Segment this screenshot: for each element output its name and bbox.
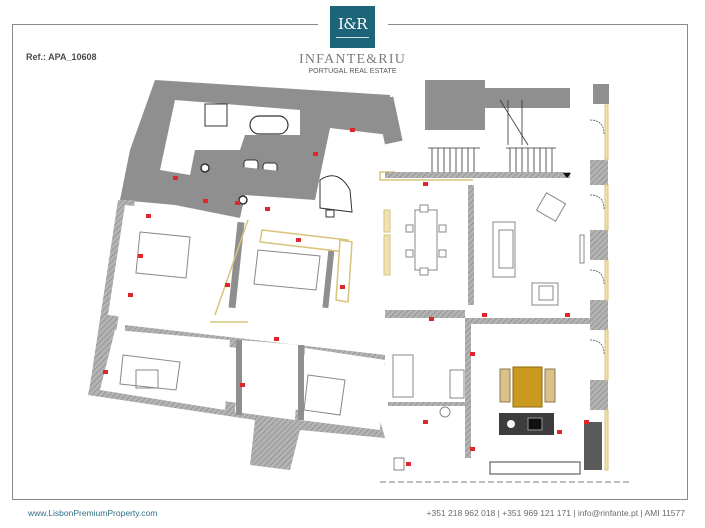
kitchen [471, 318, 602, 475]
lower-middle-rooms [388, 318, 471, 471]
living-room [468, 178, 585, 313]
dining-windows [383, 209, 391, 276]
brand-logo: I&R [330, 6, 375, 48]
master-bathroom [200, 103, 311, 205]
footer-website-link[interactable]: www.LisbonPremiumProperty.com [28, 508, 158, 518]
facade-right [589, 84, 609, 471]
brand-tagline: PORTUGAL REAL ESTATE [308, 68, 397, 75]
left-wing-walls [88, 80, 390, 470]
footer-contact-info: +351 218 962 018 | +351 969 121 171 | in… [426, 508, 686, 518]
stairwell [375, 80, 571, 178]
dining-room [405, 204, 447, 276]
floor-plan [88, 80, 630, 483]
grand-piano [319, 175, 353, 218]
logo-mark: I&R [337, 15, 368, 33]
red-markers [103, 128, 589, 466]
logo-rule [336, 37, 369, 38]
property-reference: Ref.: APA_10608 [26, 52, 97, 62]
beds [119, 231, 346, 416]
brand-name: INFANTE&RIU [298, 52, 407, 67]
